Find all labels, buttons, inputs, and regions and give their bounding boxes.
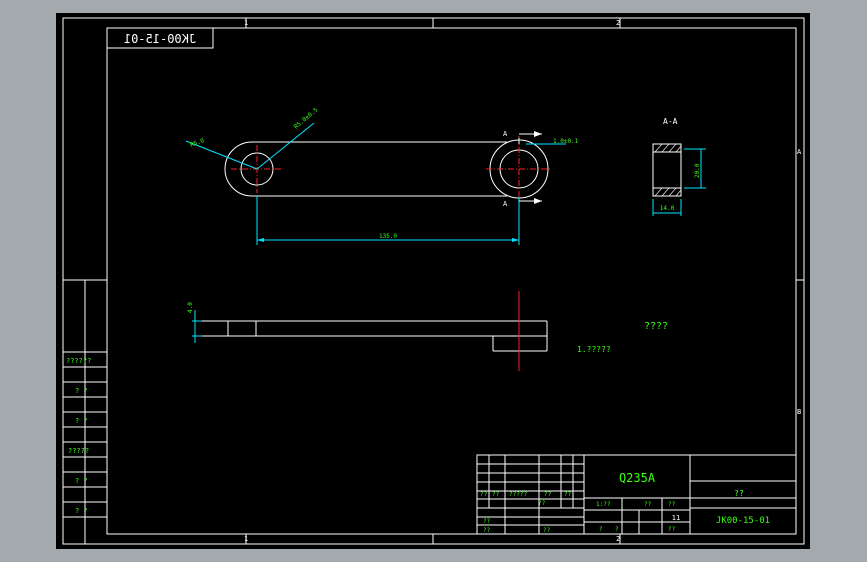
top-view xyxy=(185,122,566,245)
title-block-label: ?? xyxy=(544,491,552,498)
side-view xyxy=(192,291,548,371)
drawing-number: JK00-15-01 xyxy=(716,516,770,526)
dim-section-height: 20.0 xyxy=(694,163,701,178)
cad-drawing-viewport[interactable]: 1 2 1 2 A B JK00-15-01 R5.0 R5.0±0.5 1.0… xyxy=(56,13,810,549)
left-column-label: ? ? xyxy=(75,507,88,515)
title-block-label: ? xyxy=(615,526,619,533)
section-mark-top: A xyxy=(503,130,508,138)
title-block-label: ?? xyxy=(483,527,491,534)
section-mark-bottom: A xyxy=(503,200,508,208)
left-column-label: ????? xyxy=(68,447,89,455)
drawing-number-box xyxy=(106,27,214,49)
zone-label: 1 xyxy=(244,535,248,543)
dim-right-top: 1.0±0.1 xyxy=(553,138,579,145)
zone-label: 2 xyxy=(616,19,620,27)
quantity: 11 xyxy=(672,514,680,522)
zone-label: A xyxy=(797,148,802,156)
zone-label: 1 xyxy=(244,19,248,27)
title-block-grid xyxy=(476,454,797,535)
title-block-label: ?? xyxy=(564,491,572,498)
title-block-label: ?? xyxy=(668,526,676,533)
title-block-label: ?? xyxy=(668,501,676,508)
title-block-label: ????? xyxy=(509,491,527,498)
left-column-label: ? ? xyxy=(75,477,88,485)
zone-label: 2 xyxy=(616,535,620,543)
dim-length: 135.0 xyxy=(379,233,397,240)
zone-ticks xyxy=(63,18,804,544)
left-column-grid xyxy=(63,280,107,544)
dim-thickness: 4.0 xyxy=(187,302,194,313)
title-block-label: ?? xyxy=(480,491,488,498)
left-column-label: ? ? xyxy=(75,387,88,395)
inner-border xyxy=(106,27,797,535)
title-block-label: ?? xyxy=(538,500,546,507)
section-view-a-a xyxy=(652,143,706,216)
drawing-number-mirrored: JK00-15-01 xyxy=(124,32,196,46)
title-block-label: ?? xyxy=(483,518,491,525)
title-block-label: ?? xyxy=(644,501,652,508)
dim-left-hole: R5.0 xyxy=(189,137,205,149)
dim-section-width: 14.0 xyxy=(660,205,675,212)
left-column-label: ? ? xyxy=(75,417,88,425)
zone-label: B xyxy=(797,408,801,416)
title-block-label: ? xyxy=(599,526,603,533)
dim-left-outer: R5.0±0.5 xyxy=(293,106,320,130)
left-column-label: ?????? xyxy=(66,357,91,365)
outer-border xyxy=(62,17,805,545)
title-block-label: 1:?? xyxy=(596,501,611,508)
title-right-top: ?? xyxy=(734,489,744,498)
material: Q235A xyxy=(619,471,656,485)
tech-requirements-title: ???? xyxy=(644,321,668,332)
title-block-label: ?? xyxy=(543,527,551,534)
section-label: A-A xyxy=(663,117,678,126)
engineering-drawing: 1 2 1 2 A B JK00-15-01 R5.0 R5.0±0.5 1.0… xyxy=(62,17,805,545)
note-1: 1.????? xyxy=(577,345,611,354)
title-block-label: ?? xyxy=(492,491,500,498)
